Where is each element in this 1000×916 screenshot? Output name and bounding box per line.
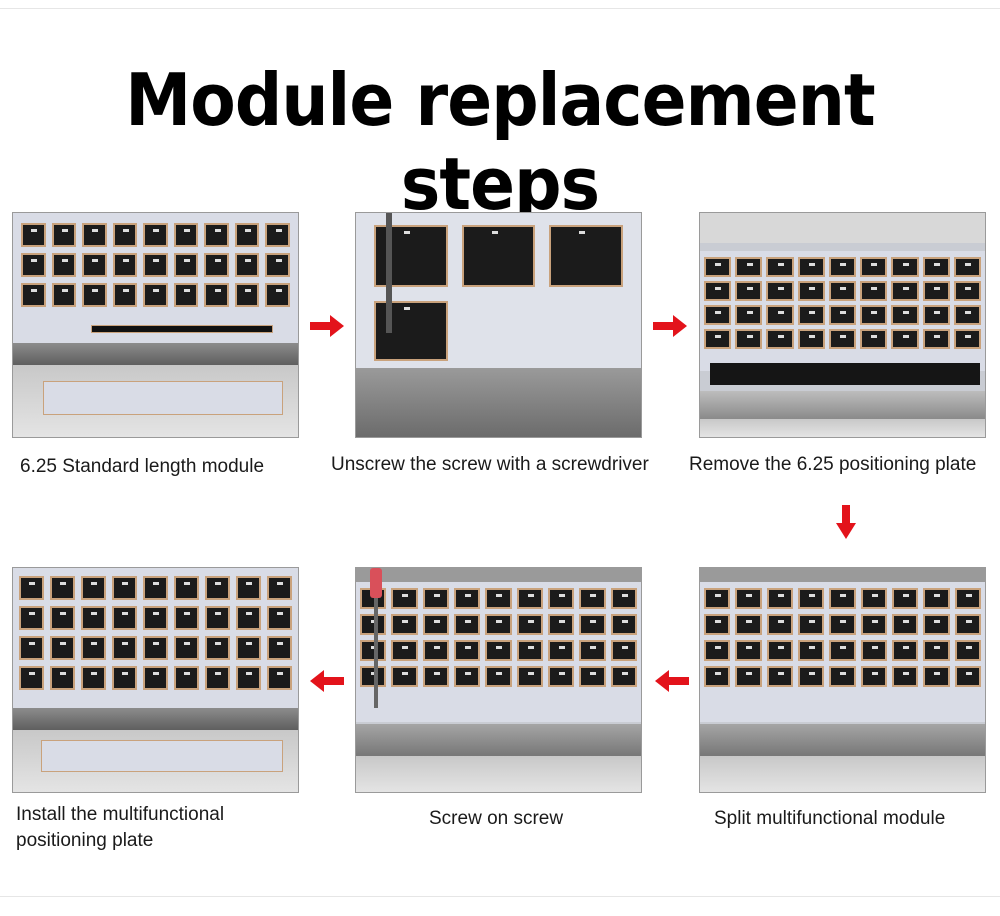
step-5-photo (355, 567, 642, 793)
step-6-photo (12, 567, 299, 793)
step-3-photo (699, 212, 986, 438)
step-6-caption: Install the multifunctional positioning … (16, 802, 224, 854)
pcb-bottom-row (710, 363, 980, 385)
screwdriver (386, 213, 392, 333)
screwdriver-handle (370, 568, 382, 598)
switch-grid (13, 223, 298, 307)
spacebar-slot (91, 325, 273, 333)
step-2-photo (355, 212, 642, 438)
arrow-right-icon (653, 315, 687, 337)
step-5-caption: Screw on screw (429, 808, 564, 829)
step-4-photo (699, 567, 986, 793)
arrow-down-icon (836, 505, 856, 539)
step-6-caption-line-2: positioning plate (16, 830, 154, 851)
step-3-caption: Remove the 6.25 positioning plate (689, 454, 977, 475)
top-divider (0, 8, 1000, 9)
arrow-left-icon (310, 670, 344, 692)
screwdriver-shaft (374, 598, 378, 708)
arrow-left-icon (655, 670, 689, 692)
module-plate (43, 381, 283, 415)
step-6-caption-line-1: Install the multifunctional (16, 804, 225, 825)
step-1-photo (12, 212, 299, 438)
step-1-caption: 6.25 Standard length module (20, 456, 265, 477)
step-2-caption: Unscrew the screw with a screwdriver (331, 454, 649, 475)
page-title: Module replacement steps (125, 58, 875, 226)
module-plate (41, 740, 283, 772)
step-4-caption: Split multifunctional module (714, 808, 946, 829)
bottom-divider (0, 896, 1000, 897)
arrow-right-icon (310, 315, 344, 337)
